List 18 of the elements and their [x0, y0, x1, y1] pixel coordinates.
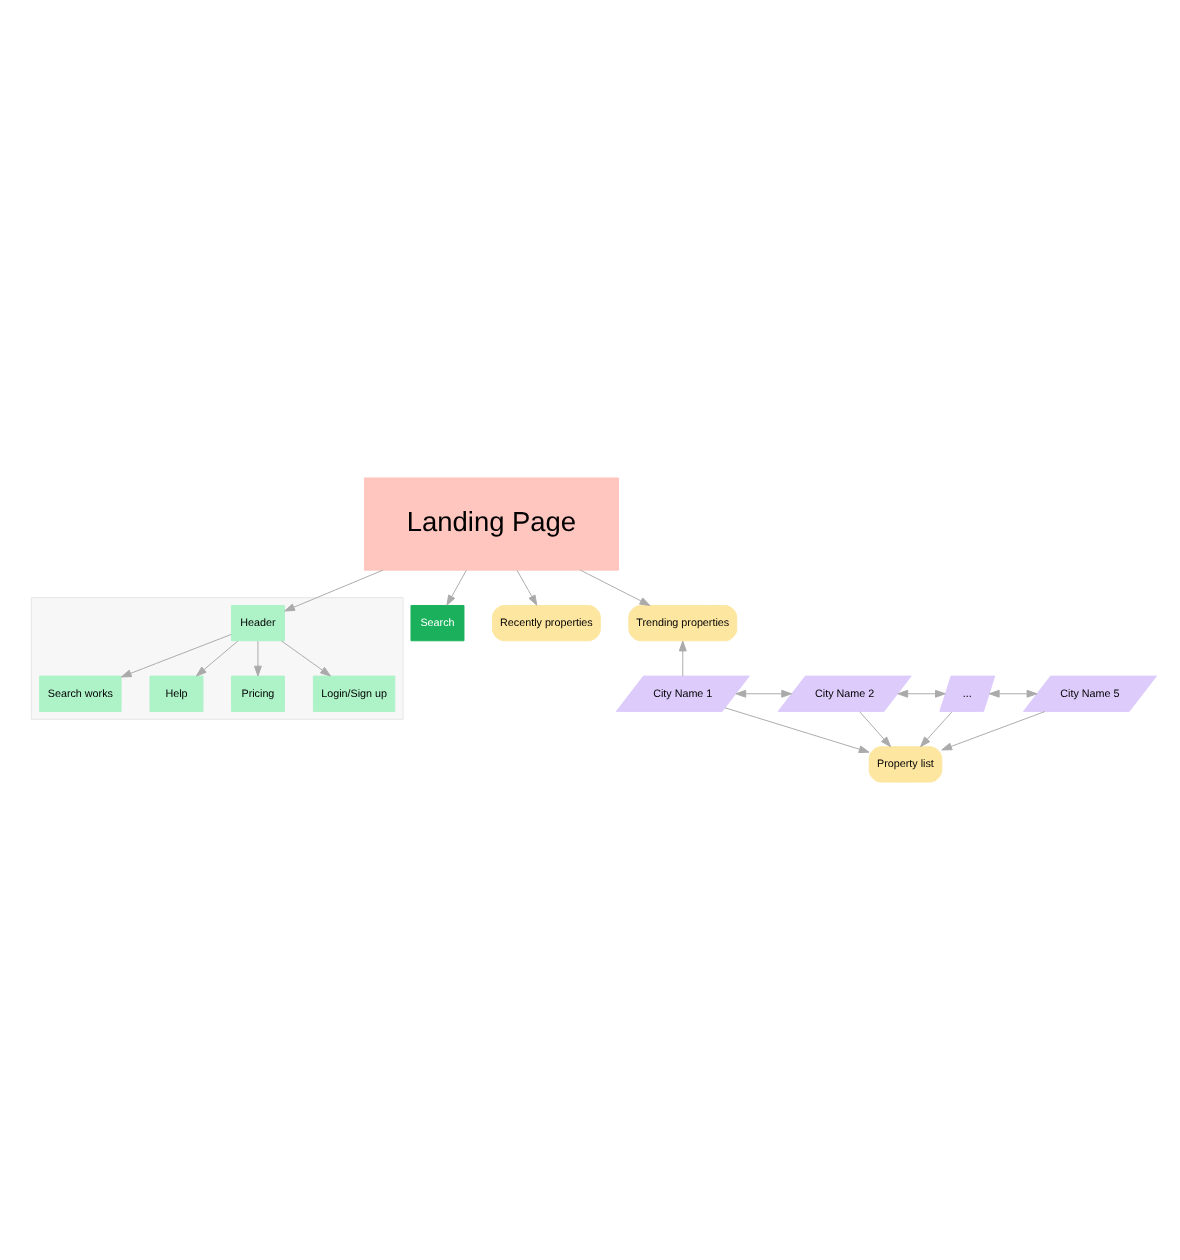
arrow: [516, 569, 538, 606]
arrow: [579, 569, 651, 606]
arrow: [446, 569, 467, 606]
arrow: [897, 689, 946, 698]
arrow: [724, 707, 870, 754]
arrow: [280, 640, 331, 677]
arrow: [254, 640, 262, 677]
cluster: [30, 597, 404, 720]
node-box: Landing Page: [363, 477, 619, 571]
arrow: [284, 569, 384, 612]
arrow: [988, 689, 1038, 698]
arrow: [678, 640, 687, 677]
arrow: [859, 711, 892, 748]
arrow: [195, 640, 239, 677]
arrow: [920, 711, 953, 748]
arrow: [120, 633, 232, 678]
arrow: [735, 689, 793, 698]
arrow: [941, 711, 1046, 751]
